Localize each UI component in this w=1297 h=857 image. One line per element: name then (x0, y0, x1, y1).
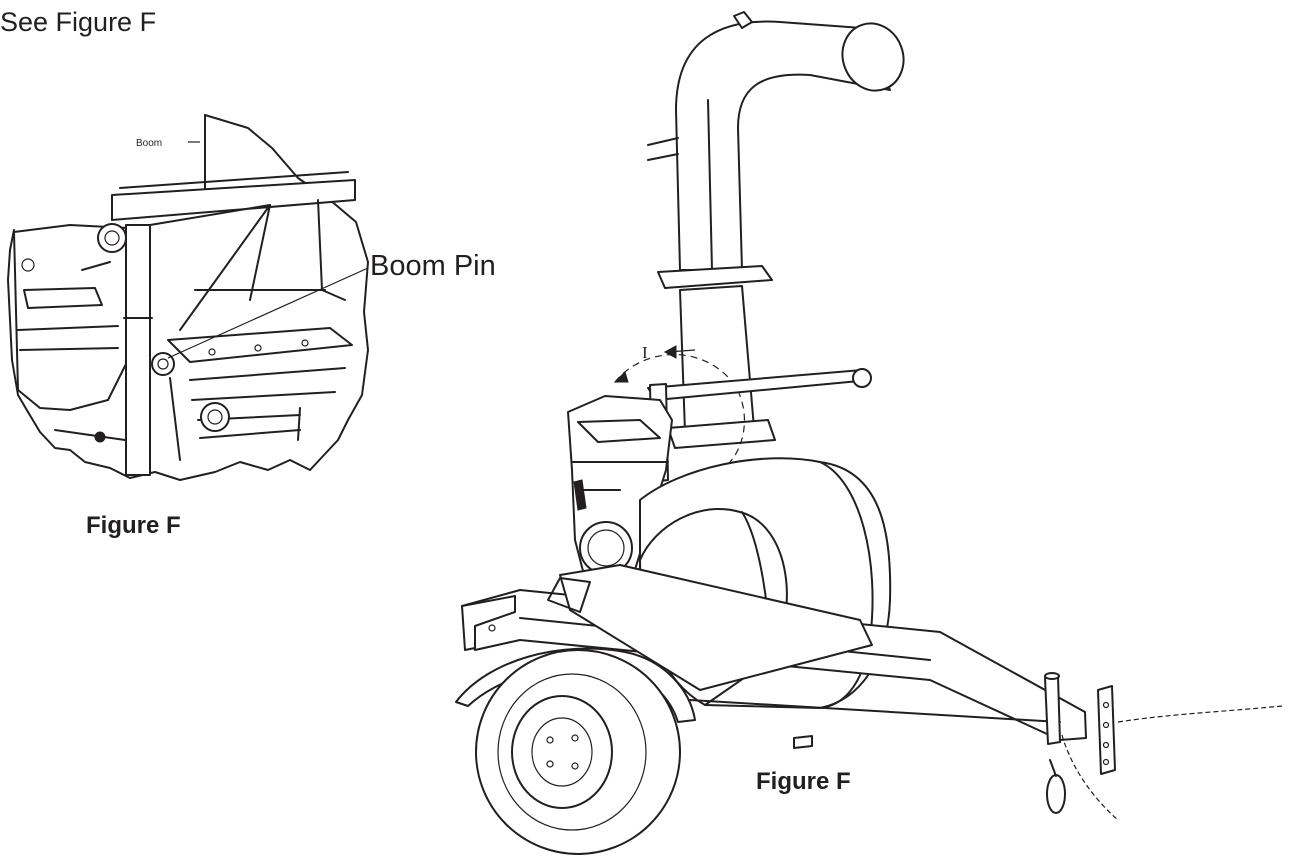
main-view-drawing (455, 11, 1283, 855)
boom-label: Boom (136, 138, 163, 149)
detail-figure-caption: Figure F (86, 512, 181, 539)
pivot-marker-label: I (642, 343, 648, 362)
boom-pin-label: Boom Pin (370, 250, 496, 282)
detail-view-drawing (7, 114, 369, 481)
main-figure-caption: Figure F (756, 768, 851, 795)
see-figure-instruction: See Figure F (0, 7, 157, 37)
